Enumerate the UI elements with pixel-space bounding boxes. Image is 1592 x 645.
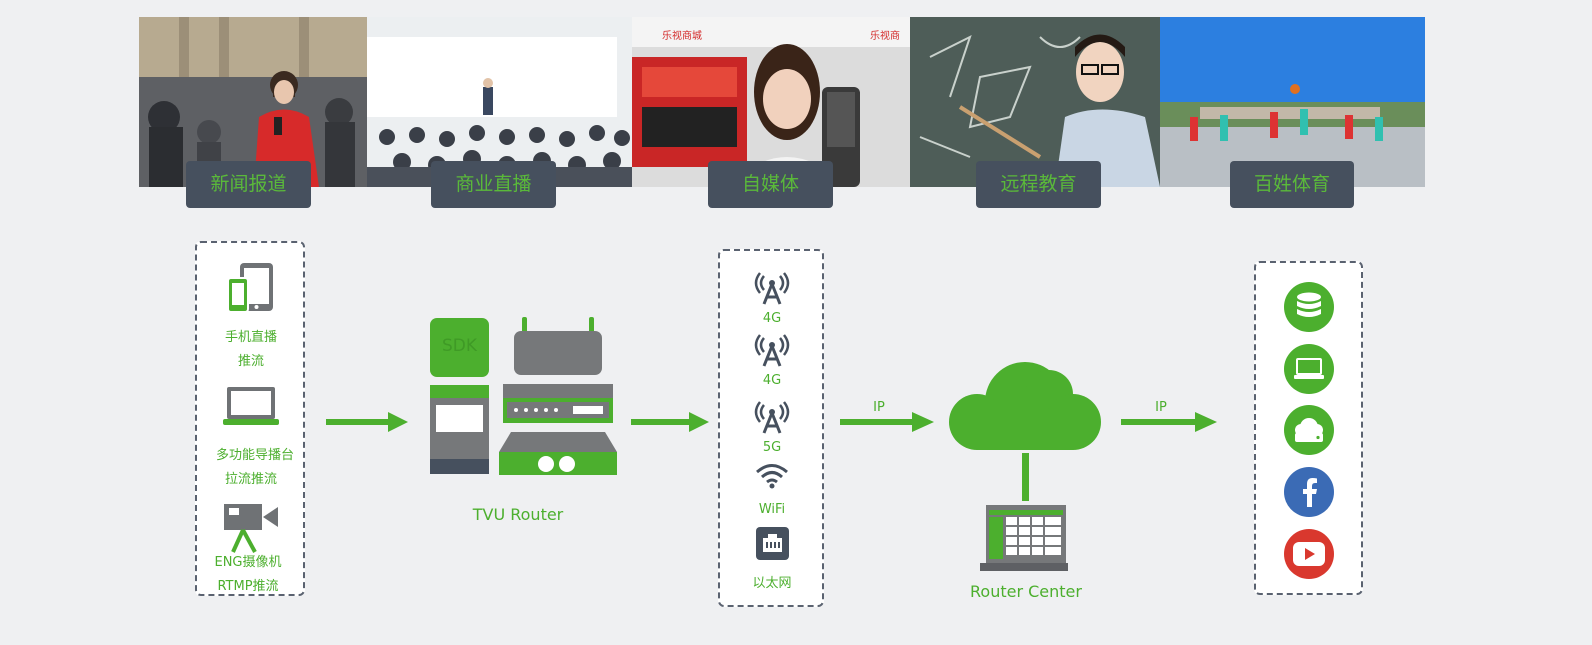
photo-self-media: 乐视商城 乐视商: [632, 17, 910, 187]
cloud-storage-icon: [1295, 418, 1323, 442]
photo-business-live: [367, 17, 632, 187]
destination-youtube: [1284, 529, 1334, 579]
network-label-4g: 4G: [762, 373, 782, 388]
router-center-label: Router Center: [970, 582, 1082, 601]
cloud-icon: [949, 362, 1101, 450]
video-camera-icon: [224, 504, 278, 553]
router-center-monitor-icon: [980, 505, 1068, 571]
source-camera-line1: ENG摄像机: [214, 555, 282, 570]
cell-tower-icon: [754, 272, 790, 305]
cell-tower-icon: [754, 401, 790, 434]
source-phone-line2: 推流: [237, 354, 264, 369]
ip-label-right: IP: [1155, 400, 1167, 415]
database-icon: [1297, 292, 1321, 317]
source-switcher-line2: 拉流推流: [224, 472, 277, 487]
destination-laptop: [1284, 344, 1334, 394]
laptop-icon: [223, 387, 279, 425]
network-label-4g: 4G: [762, 311, 782, 326]
tvu-router-label: TVU Router: [472, 505, 564, 524]
mobile-devices-icon: [227, 263, 273, 313]
wifi-icon: [756, 464, 788, 489]
source-phone-line1: 手机直播: [224, 330, 277, 345]
arrow-router-to-networks: [631, 412, 709, 432]
scene-label-remote-education: 远程教育: [976, 161, 1101, 208]
wireless-router-icon: [514, 317, 602, 375]
cell-tower-icon: [754, 334, 790, 367]
cloud-to-router-center-line: [1022, 453, 1029, 501]
destination-facebook: [1284, 467, 1334, 517]
sdk-block: SDK: [430, 318, 489, 377]
scene-label-news: 新闻报道: [186, 161, 311, 208]
network-label-wifi: WiFi: [758, 502, 786, 517]
source-switcher-line1: 多功能导播台: [215, 448, 294, 463]
arrow-sources-to-router: [326, 412, 408, 432]
ip-label-left: IP: [873, 400, 885, 415]
scene-label-public-sports: 百姓体育: [1230, 161, 1354, 208]
sdk-label: SDK: [441, 336, 478, 356]
backpack-unit-icon: [499, 432, 617, 475]
destination-database: [1284, 282, 1334, 332]
scene-label-business-live: 商业直播: [431, 161, 556, 208]
arrow-networks-to-cloud: [840, 412, 934, 432]
brand-banner-text: 乐视商城: [662, 29, 702, 42]
network-label-5g: 5G: [762, 440, 782, 455]
rack-encoder-icon: [503, 384, 613, 423]
youtube-icon: [1293, 542, 1325, 566]
brand-banner-text: 乐视商: [870, 29, 900, 42]
source-camera-line2: RTMP推流: [217, 579, 279, 594]
facebook-icon: [1303, 478, 1317, 507]
network-label-ethernet: 以太网: [752, 576, 792, 591]
photo-public-sports: [1160, 17, 1425, 187]
laptop-icon: [1294, 358, 1324, 379]
scene-label-self-media: 自媒体: [708, 161, 833, 208]
destination-cloud-storage: [1284, 405, 1334, 455]
ethernet-port-icon: [756, 527, 789, 560]
server-tower-icon: [430, 385, 489, 474]
arrow-cloud-to-destinations: [1121, 412, 1217, 432]
